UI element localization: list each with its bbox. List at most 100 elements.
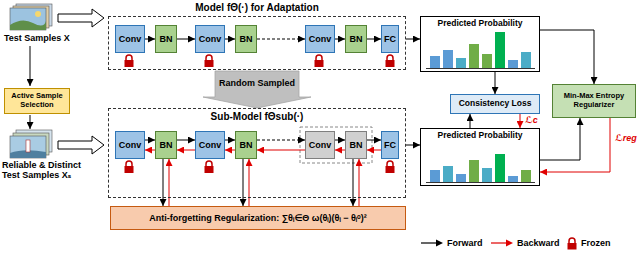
- backward-connector: [335, 150, 345, 151]
- lock-icon: [205, 166, 214, 173]
- legend-text: Frozen: [581, 238, 611, 248]
- legend-line: [421, 242, 437, 243]
- forward-connector: [145, 39, 155, 40]
- conv-layer: Conv: [115, 25, 145, 53]
- fc-layer: FC: [381, 25, 399, 53]
- backward-connector: [367, 150, 381, 151]
- bar: [443, 50, 453, 68]
- bn-layer: BN: [155, 131, 177, 159]
- lock-icon: [126, 161, 132, 166]
- caption-label: Test Samples X: [4, 33, 94, 43]
- bar-axis: [426, 68, 535, 69]
- lock-icon: [206, 55, 212, 60]
- edge-label: Random Sampled: [218, 79, 296, 89]
- forward-connector: [540, 118, 580, 160]
- forward-connector: [257, 140, 305, 141]
- bar: [508, 176, 518, 182]
- loss-label: ℒc: [524, 116, 539, 126]
- backward-connector: [169, 159, 170, 206]
- forward-connector: [335, 140, 345, 141]
- node-text: FC: [384, 34, 396, 44]
- conv-layer: Conv: [305, 25, 335, 53]
- forward-connector: [177, 140, 195, 141]
- legend-line: [491, 242, 507, 243]
- node-text: Model fΘ(·) for Adaptation: [109, 2, 405, 14]
- node-text: Conv: [309, 140, 332, 150]
- node-text: BN: [160, 140, 173, 150]
- forward-connector: [177, 39, 195, 40]
- probability-box: Predicted Probability: [420, 16, 540, 72]
- lock-icon: [387, 55, 393, 60]
- forward-connector: [470, 114, 471, 128]
- lock-icon: [568, 243, 577, 250]
- bn-layer: BN: [155, 25, 177, 53]
- node-text: BN: [350, 34, 363, 44]
- lock-icon: [387, 161, 393, 166]
- forward-connector: [540, 30, 594, 84]
- selection-arrow: [30, 46, 31, 86]
- regularizer-box: Min-Max Entropy Regularizer: [552, 84, 636, 118]
- conv-layer: Conv: [195, 131, 225, 159]
- lock-icon: [316, 55, 322, 60]
- forward-connector: [225, 140, 235, 141]
- image-hill: [10, 20, 46, 30]
- node-text: BN: [160, 34, 173, 44]
- legend-head: [436, 240, 443, 247]
- backward-connector: [520, 114, 521, 128]
- node-text: Conv: [309, 34, 332, 44]
- forward-connector: [406, 145, 420, 146]
- lock-icon: [206, 161, 212, 166]
- legend-head: [506, 240, 513, 247]
- lock-icon: [205, 60, 214, 67]
- fc-layer: FC: [381, 131, 399, 159]
- bn-layer: BN: [345, 25, 367, 53]
- backward-connector: [177, 150, 195, 151]
- bn-layer: BN: [345, 131, 367, 159]
- bar: [469, 160, 479, 182]
- conv-layer: Conv: [115, 131, 145, 159]
- forward-connector: [243, 159, 244, 206]
- legend-text: Forward: [447, 238, 483, 248]
- node-text: BN: [240, 140, 253, 150]
- probability-box: Predicted Probability: [420, 128, 540, 186]
- sample-image: [10, 8, 46, 30]
- backward-connector: [359, 159, 360, 206]
- image-sun: [35, 11, 41, 17]
- legend-item: Backward: [490, 236, 560, 250]
- bar: [495, 32, 505, 68]
- bar: [456, 58, 466, 68]
- input-arrow: [58, 9, 104, 27]
- bar: [495, 154, 505, 182]
- sampling-arrow: [203, 71, 311, 108]
- bar: [521, 52, 531, 68]
- selection-box: Active Sample Selection: [4, 88, 70, 114]
- image-lighthouse: [26, 140, 30, 152]
- model-box: Model fΘ(·) for AdaptationConvBNConvBNCo…: [108, 16, 406, 70]
- node-text: Conv: [119, 140, 142, 150]
- forward-connector: [353, 159, 354, 206]
- lock-icon: [386, 166, 395, 173]
- bar: [443, 166, 453, 182]
- bar: [482, 54, 492, 68]
- legend-text: Backward: [517, 238, 560, 248]
- forward-connector: [495, 72, 496, 94]
- node-text: Active Sample Selection: [5, 92, 69, 109]
- node-text: Sub-Model fΘsub(·): [109, 111, 405, 123]
- caption-label: Reliable & Distinct Test Samples Xₛ: [2, 160, 96, 181]
- regularization-box: Anti-forgetting Regularization: ∑θᵢ∈Θ ω(…: [110, 206, 406, 230]
- node-text: Anti-forgetting Regularization: ∑θᵢ∈Θ ω(…: [149, 213, 367, 223]
- node-text: BN: [350, 140, 363, 150]
- backward-connector: [257, 150, 305, 151]
- forward-connector: [406, 39, 420, 40]
- loss-box: Consistency Loss: [450, 94, 540, 114]
- legend-item: Frozen: [566, 236, 611, 250]
- conv-layer: Conv: [305, 131, 335, 159]
- conv-layer: Conv: [195, 25, 225, 53]
- forward-connector: [257, 39, 305, 40]
- bar: [430, 56, 440, 68]
- forward-connector: [367, 140, 381, 141]
- selection-arrow: [30, 115, 31, 129]
- node-text: Conv: [199, 34, 222, 44]
- bar: [456, 174, 466, 182]
